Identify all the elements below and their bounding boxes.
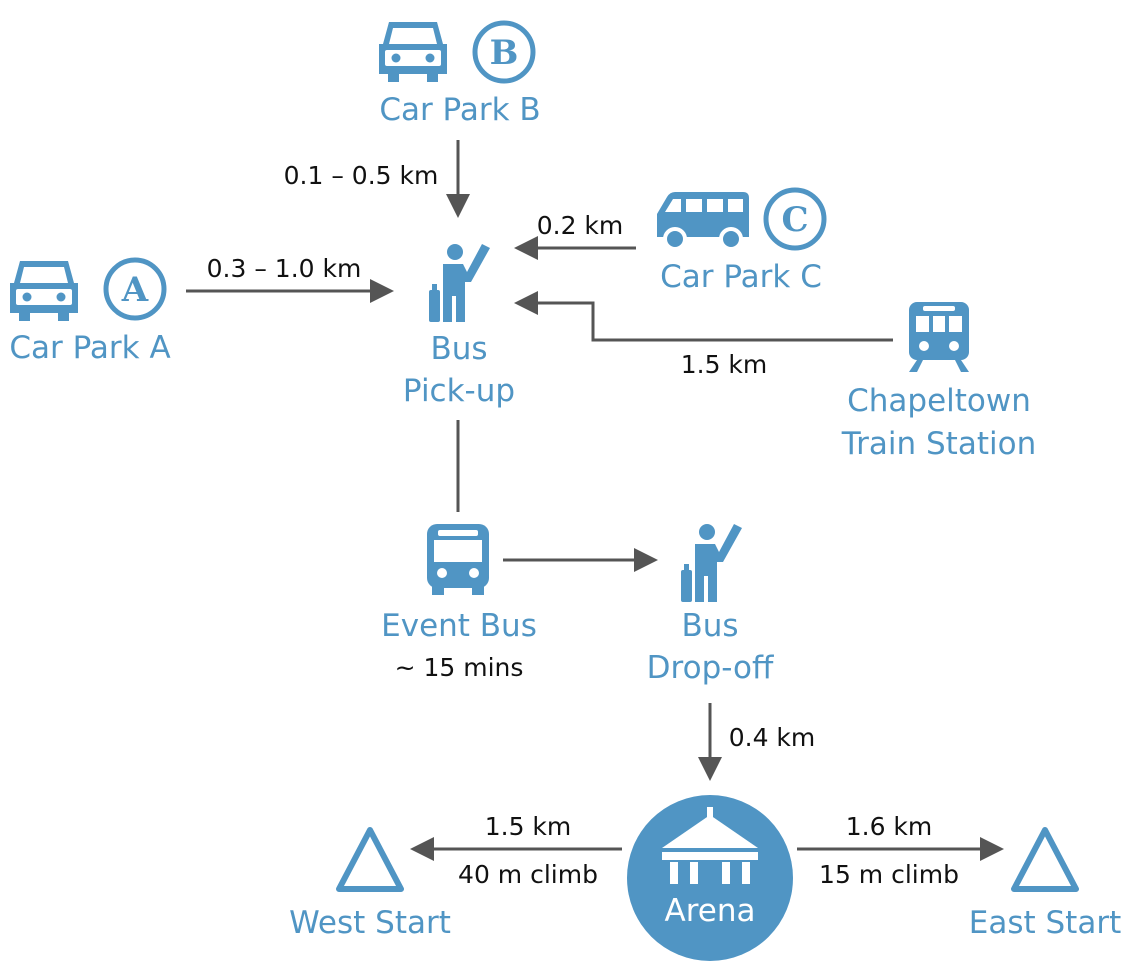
connectors — [186, 140, 1004, 861]
climb-arena-to-east: 15 m climb — [819, 860, 959, 889]
train-icon — [909, 302, 969, 372]
badge-b-icon: B — [472, 20, 536, 84]
badge-c-icon: C — [763, 187, 827, 251]
car-park-c-label: Car Park C — [660, 259, 822, 295]
car-icon — [379, 22, 447, 82]
badge-letter-c: C — [781, 200, 808, 240]
arrow-train-to-pickup — [514, 291, 893, 342]
arena-label: Arena — [664, 893, 756, 929]
person-hailing-icon — [429, 244, 490, 322]
distance-arena-to-west: 1.5 km — [484, 812, 572, 841]
minibus-icon — [657, 192, 749, 251]
distance-train-to-pickup: 1.5 km — [680, 350, 768, 379]
arena-node — [627, 795, 793, 961]
bus-dropoff-label-line1: Bus — [681, 608, 739, 644]
badge-a-icon: A — [103, 257, 167, 321]
car-park-b-label: Car Park B — [379, 92, 541, 128]
distance-a-to-pickup: 0.3 – 1.0 km — [206, 254, 362, 283]
event-bus-label: Event Bus — [381, 608, 537, 644]
distance-b-to-pickup: 0.1 – 0.5 km — [283, 161, 439, 190]
event-bus-duration: ~ 15 mins — [394, 653, 524, 682]
distance-dropoff-to-arena: 0.4 km — [728, 723, 816, 752]
badge-letter-b: B — [490, 33, 519, 73]
car-park-a-label: Car Park A — [9, 330, 171, 366]
tent-icon — [662, 807, 758, 884]
triangle-icon — [336, 827, 404, 892]
person-hailing-icon — [681, 524, 742, 602]
distance-c-to-pickup: 0.2 km — [536, 211, 624, 240]
bus-dropoff-label-line2: Drop-off — [646, 650, 774, 686]
badge-letter-a: A — [121, 270, 149, 310]
triangle-icon — [1011, 827, 1079, 892]
bus-pickup-label-line1: Bus — [430, 331, 488, 367]
east-start-label: East Start — [968, 905, 1122, 941]
train-station-label-line1: Chapeltown — [847, 383, 1031, 419]
car-icon — [10, 261, 78, 321]
west-start-label: West Start — [289, 905, 451, 941]
climb-arena-to-west: 40 m climb — [458, 860, 598, 889]
bus-pickup-label-line2: Pick-up — [402, 373, 516, 409]
distance-arena-to-east: 1.6 km — [845, 812, 933, 841]
bus-icon — [427, 524, 489, 595]
train-station-label-line2: Train Station — [841, 426, 1037, 462]
